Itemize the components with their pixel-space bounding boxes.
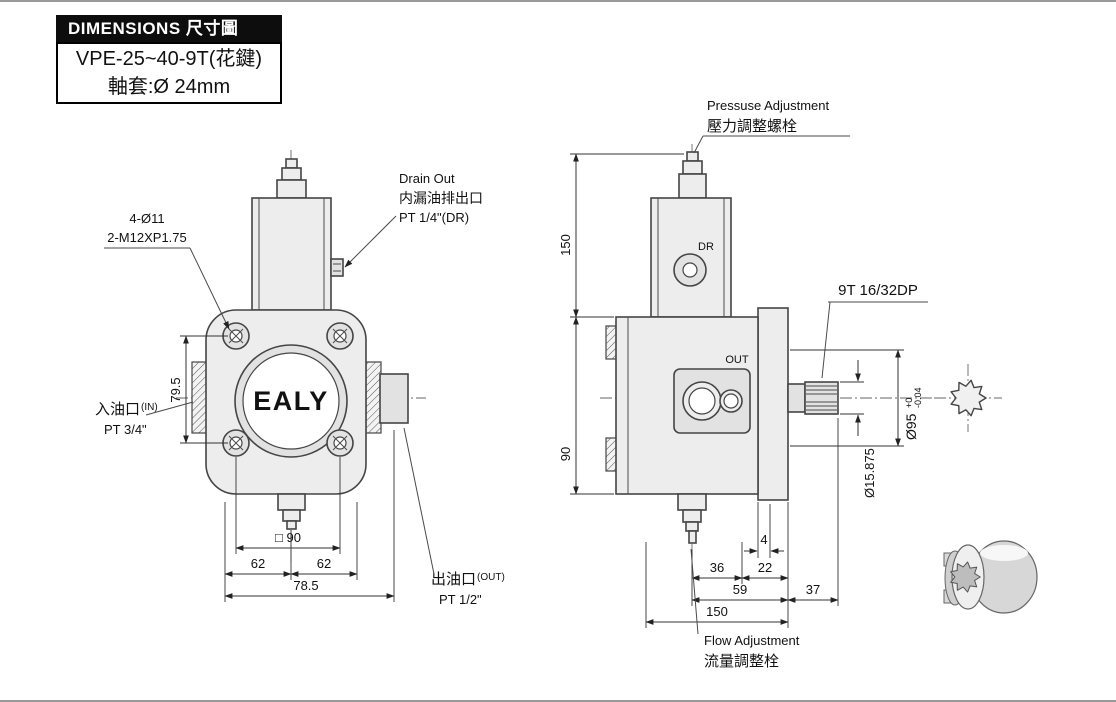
pressure-adjustment-en: Pressuse Adjustment [707, 98, 830, 113]
dim-36-label: 36 [710, 560, 724, 575]
dim-78-5-label: 78.5 [293, 578, 318, 593]
front-top-block [251, 197, 332, 311]
dr-port: DR [673, 241, 714, 287]
dim-78-5: 78.5 [224, 430, 395, 602]
dim-4-label: 4 [760, 532, 767, 547]
out-port: OUT [673, 354, 751, 434]
drain-label-en: Drain Out [399, 171, 455, 186]
dim-bolt-vertical-79-5: 79.5 [168, 335, 228, 444]
dims-bottom-chain: 4 36 22 59 37 150 [645, 418, 839, 628]
drain-port [330, 258, 344, 277]
bolt-hole-top-left [222, 322, 250, 350]
label-outlet: 出油口 (OUT) PT 1/2" [403, 427, 505, 607]
dr-port-label: DR [698, 241, 714, 253]
front-top-stem [276, 158, 307, 199]
outlet-port-block [379, 373, 409, 424]
dim-62-right-label: 62 [317, 556, 331, 571]
dim-79-5-label: 79.5 [168, 377, 183, 402]
outlet-flange-tab [365, 361, 382, 434]
front-view-drawing: EALY [176, 150, 426, 564]
inlet-tag: (IN) [141, 402, 158, 413]
model-box: VPE-25~40-9T(花鍵) 軸套:Ø 24mm [56, 42, 282, 104]
inlet-thread-label: PT 3/4" [104, 422, 147, 437]
label-flow-adjustment: Flow Adjustment 流量調整栓 [690, 548, 800, 670]
pressure-adjustment-zh: 壓力調整螺栓 [707, 118, 797, 135]
bolt-holes-label: 4-Ø11 [129, 211, 164, 226]
flow-adjustment-zh: 流量調整栓 [704, 653, 779, 670]
dia-shaft-label: Ø15.875 [862, 448, 877, 498]
dimensions-title: DIMENSIONS 尺寸圖 [56, 15, 282, 42]
dim-62-left-label: 62 [251, 556, 265, 571]
outlet-label: 出油口 [431, 571, 476, 588]
dim-22-label: 22 [758, 560, 772, 575]
flow-adjustment-screw [677, 493, 707, 544]
out-port-label: OUT [725, 354, 749, 366]
dia-pilot-tol-upper: +0 [904, 398, 914, 408]
drain-label-zh: 内漏油排出口 [399, 190, 483, 206]
dim-square-90: □ 90 [235, 457, 341, 554]
dim-square-90-label: □ 90 [275, 530, 301, 545]
pressure-adjustment-screw [678, 151, 707, 199]
drive-shaft [787, 381, 839, 415]
dim-90-vertical: 90 [558, 316, 614, 495]
inlet-flange-tab [191, 361, 208, 434]
label-bolt-holes: 4-Ø11 2-M12XP1.75 [104, 211, 230, 330]
label-pressure-adjustment: Pressuse Adjustment 壓力調整螺栓 [693, 98, 850, 154]
side-view-drawing: DR OUT [600, 144, 934, 568]
coupling-illustration [943, 540, 1038, 614]
bolt-thread-label: 2-M12XP1.75 [107, 230, 187, 245]
front-bottom-stem [277, 493, 306, 530]
inlet-label: 入油口 [95, 401, 140, 418]
shaft-sleeve-label: 軸套:Ø 24mm [107, 76, 231, 98]
rotor-circle-inner [242, 352, 340, 450]
label-spline-spec: 9T 16/32DP [821, 282, 928, 379]
dim-37-label: 37 [806, 582, 820, 597]
flow-adjustment-en: Flow Adjustment [704, 633, 800, 648]
label-inlet: 入油口 (IN) PT 3/4" [95, 401, 194, 437]
dim-150-vertical-label: 150 [558, 234, 573, 256]
dim-90-vertical-label: 90 [558, 447, 573, 461]
brand-logo: EALY [253, 386, 329, 416]
spline-spec-label: 9T 16/32DP [838, 282, 918, 299]
model-number: VPE-25~40-9T(花鍵) [75, 48, 263, 70]
dim-59-label: 59 [733, 582, 747, 597]
dim-150-total-label: 150 [706, 604, 728, 619]
label-drain: Drain Out 内漏油排出口 PT 1/4"(DR) [344, 171, 483, 268]
dim-62-62: 62 62 [224, 502, 358, 602]
outlet-thread-label: PT 1/2" [439, 592, 482, 607]
bolt-hole-bottom-left [222, 429, 250, 457]
bolt-hole-top-right [326, 322, 354, 350]
dia-pilot-tol-lower: -0.04 [913, 387, 923, 408]
outlet-tag: (OUT) [477, 572, 505, 583]
dim-dia-shaft: Ø15.875 [840, 360, 877, 498]
mounting-flange [757, 307, 789, 501]
bolt-hole-bottom-right [326, 429, 354, 457]
drain-thread-label: PT 1/4"(DR) [399, 210, 469, 225]
dia-pilot-label: Ø95 [903, 413, 919, 440]
spline-section-icon [934, 364, 1002, 432]
dim-dia-95: Ø95 +0 -0.04 [790, 349, 923, 447]
